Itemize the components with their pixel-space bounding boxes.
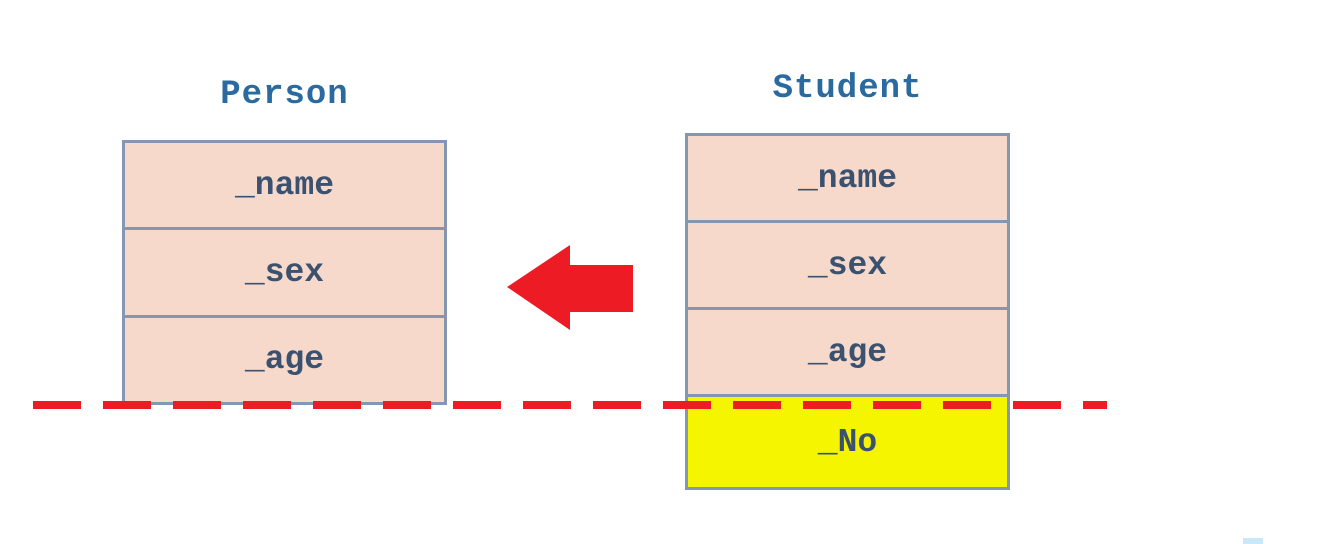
student-field-no-label: _No bbox=[817, 423, 878, 461]
student-field-age-label: _age bbox=[807, 333, 888, 371]
person-field-sex: _sex bbox=[125, 230, 444, 318]
person-field-sex-label: _sex bbox=[244, 253, 325, 291]
person-class-box: _name _sex _age bbox=[122, 140, 447, 405]
student-class-box: _name _sex _age _No bbox=[685, 133, 1010, 490]
student-field-sex-label: _sex bbox=[807, 246, 888, 284]
person-class-title: Person bbox=[220, 76, 349, 114]
student-field-no-highlighted: _No bbox=[688, 397, 1007, 487]
student-field-sex: _sex bbox=[688, 223, 1007, 310]
person-field-age-label: _age bbox=[244, 341, 325, 379]
person-field-age: _age bbox=[125, 317, 444, 402]
person-field-name: _name bbox=[125, 143, 444, 231]
student-field-age: _age bbox=[688, 310, 1007, 397]
student-class-title: Student bbox=[772, 70, 923, 108]
student-field-name-label: _name bbox=[797, 159, 898, 197]
person-field-name-label: _name bbox=[234, 166, 335, 204]
student-field-name: _name bbox=[688, 136, 1007, 223]
stray-blue-mark bbox=[1243, 538, 1263, 544]
